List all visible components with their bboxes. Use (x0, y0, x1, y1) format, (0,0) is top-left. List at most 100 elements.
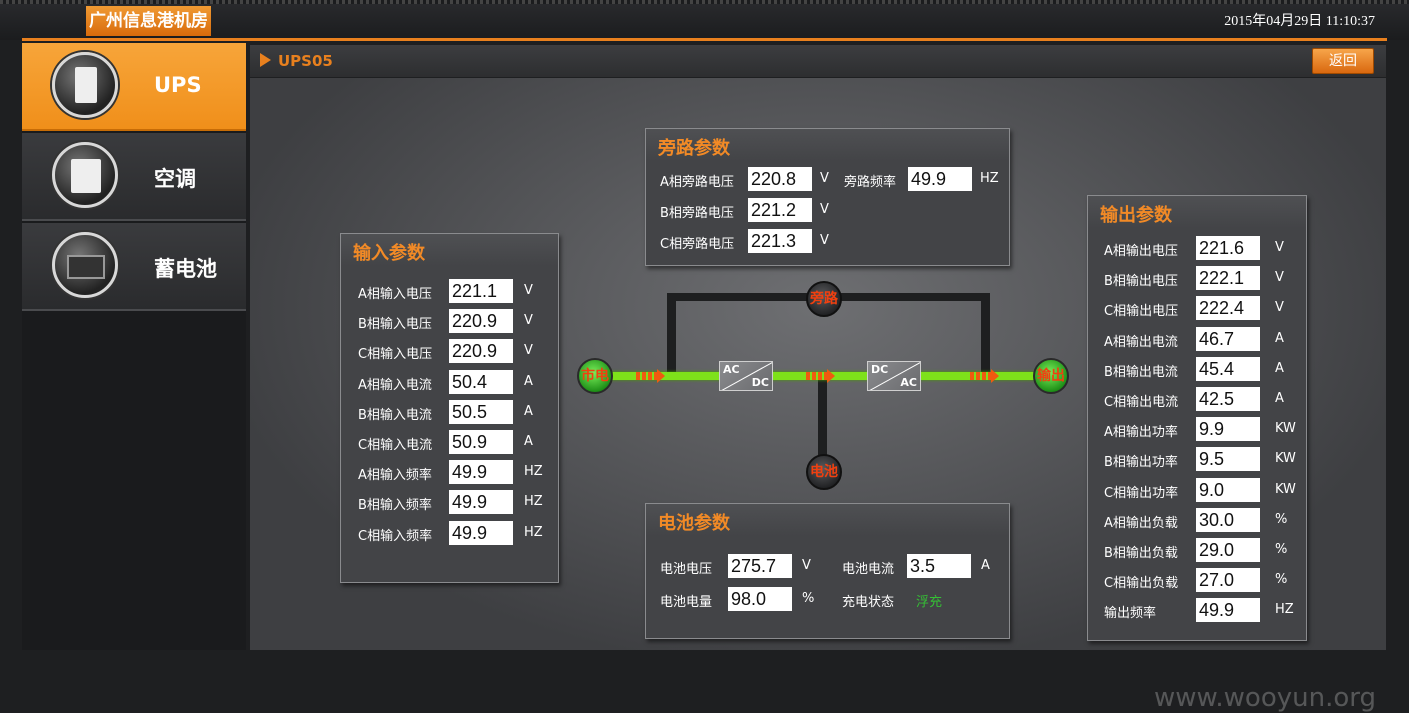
top-bar-texture (0, 0, 1409, 4)
param-unit: HZ (524, 524, 543, 540)
sidebar-item-label: 空调 (154, 167, 196, 191)
param-value: 221.1 (449, 279, 513, 303)
param-label: B相输出电流 (1104, 364, 1178, 380)
param-value: 49.9 (449, 460, 513, 485)
param-unit: KW (1275, 481, 1296, 497)
param-value: 27.0 (1196, 568, 1260, 593)
param-value: 220.9 (449, 309, 513, 334)
battery-params-panel: 电池参数 电池电压 275.7 V 电池电流 3.5 A 电池电量 98.0 %… (645, 503, 1010, 639)
back-button[interactable]: 返回 (1312, 48, 1374, 74)
param-label: A相输入频率 (358, 468, 432, 484)
param-value: 222.4 (1196, 296, 1260, 321)
param-label: C相输出负载 (1104, 576, 1179, 592)
param-unit: % (1275, 542, 1288, 557)
param-label: B相旁路电压 (660, 206, 734, 221)
datetime: 2015年04月29日 11:10:37 (1224, 14, 1375, 29)
param-unit: V (524, 283, 533, 298)
param-label: A相输出电压 (1104, 244, 1178, 259)
param-value: 221.6 (1196, 236, 1260, 260)
panel-title: 输入参数 (353, 243, 425, 264)
inverter-in-label: DC (871, 363, 889, 376)
param-unit: A (1275, 391, 1284, 406)
param-row: A相旁路电压 220.8 V 旁路频率 49.9 HZ (646, 167, 1009, 191)
bypass-pipe-left (667, 293, 676, 373)
param-label: C相输出功率 (1104, 485, 1179, 501)
param-label: A相输入电流 (358, 377, 432, 393)
param-value: 222.1 (1196, 266, 1260, 291)
param-value: 50.9 (449, 430, 513, 454)
param-value: 3.5 (907, 554, 971, 578)
param-row: B相旁路电压 221.2 V (646, 198, 1009, 222)
param-label: 电池电压 (660, 562, 713, 577)
battery-icon (52, 232, 118, 298)
param-unit: V (524, 313, 533, 329)
param-value: 9.0 (1196, 477, 1260, 502)
rectifier-icon: AC DC (719, 361, 773, 391)
param-unit: A (524, 403, 533, 419)
param-label: B相输入电压 (358, 317, 432, 333)
param-row: C相输出功率 9.0 KW (1088, 477, 1306, 502)
param-label: 输出频率 (1104, 606, 1157, 622)
param-label: B相输出电压 (1104, 274, 1178, 290)
param-label: B相输出负载 (1104, 546, 1178, 561)
mains-node: 市电 (577, 358, 613, 394)
param-row: 电池电压 275.7 V 电池电流 3.5 A (646, 554, 1009, 578)
param-value: 49.9 (1196, 598, 1260, 623)
sidebar: UPS 空调 蓄电池 (22, 43, 246, 650)
param-value: 50.5 (449, 399, 513, 424)
param-label: 充电状态 (842, 595, 895, 610)
param-label: C相旁路电压 (660, 237, 735, 252)
param-unit: A (1275, 330, 1284, 346)
inverter-out-label: AC (900, 376, 917, 389)
sidebar-item-ups[interactable]: UPS (22, 43, 246, 131)
param-unit: V (524, 343, 533, 359)
site-title: 广州信息港机房 (86, 6, 211, 36)
param-label: A相输出功率 (1104, 425, 1178, 441)
param-value: 220.9 (449, 339, 513, 364)
param-value: 9.9 (1196, 417, 1260, 442)
param-value: 9.5 (1196, 447, 1260, 472)
param-label: 电池电量 (660, 595, 713, 610)
param-unit: A (524, 373, 533, 389)
param-row: A相输出功率 9.9 KW (1088, 417, 1306, 442)
param-row: 电池电量 98.0 % 充电状态 浮充 (646, 587, 1009, 611)
flow-arrow-icon (636, 369, 665, 383)
param-row: A相输入频率 49.9 HZ (341, 460, 558, 485)
param-unit: % (802, 591, 815, 606)
param-unit: V (1275, 240, 1284, 255)
param-unit: V (802, 558, 811, 573)
param-unit: KW (1275, 421, 1296, 437)
ups-cabinet-icon (52, 52, 118, 118)
sidebar-item-air-conditioner[interactable]: 空调 (22, 133, 246, 221)
main-panel: 市电 输出 旁路 电池 AC DC DC AC 旁路参数 A相旁路电压 220.… (250, 78, 1386, 713)
bypass-pipe-right (981, 293, 990, 373)
battery-node: 电池 (806, 454, 842, 490)
flow-arrow-icon (970, 369, 999, 383)
param-row: C相旁路电压 221.3 V (646, 229, 1009, 253)
param-unit: HZ (524, 494, 543, 510)
param-label: 电池电流 (842, 562, 895, 577)
param-label: A相旁路电压 (660, 175, 734, 190)
sidebar-item-battery[interactable]: 蓄电池 (22, 223, 246, 311)
battery-pipe (818, 378, 827, 468)
param-unit: V (820, 171, 829, 186)
rectifier-in-label: AC (723, 363, 740, 376)
flow-arrow-icon (806, 369, 835, 383)
param-value: 45.4 (1196, 356, 1260, 381)
param-unit: HZ (524, 464, 543, 480)
param-unit: V (820, 202, 829, 217)
